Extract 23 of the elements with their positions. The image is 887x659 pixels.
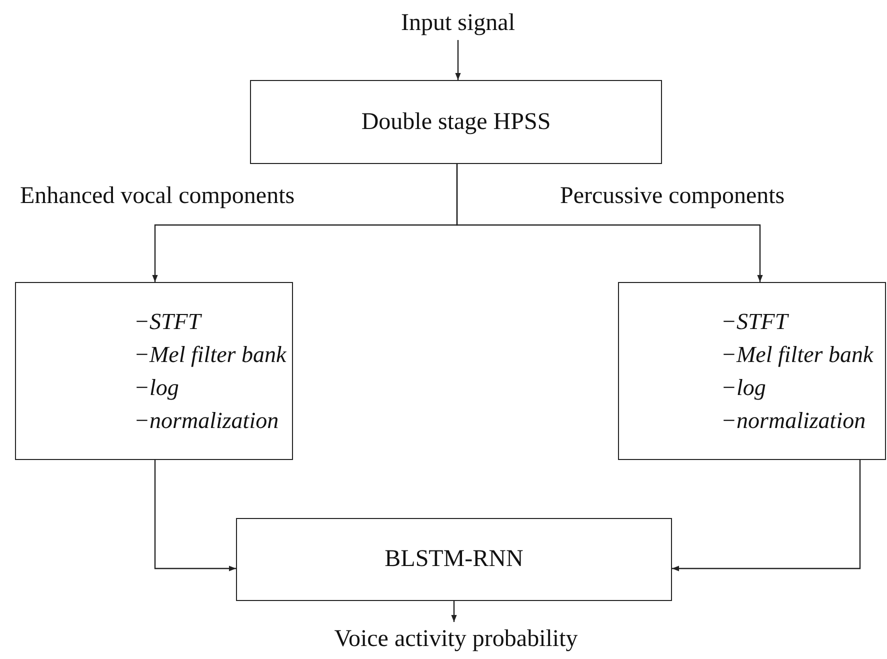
- process-box: [618, 282, 886, 460]
- process-box: [250, 80, 662, 164]
- process-box: [15, 282, 293, 460]
- box-label: BLSTM-RNN: [384, 546, 524, 573]
- output-label: Voice activity probability: [334, 626, 578, 652]
- step-text: −STFT: [721, 308, 788, 336]
- arrow: [456, 164, 763, 282]
- step-text: −normalization: [721, 407, 866, 435]
- step-text: −Mel filter bank: [134, 341, 286, 369]
- branch-label: Enhanced vocal components: [20, 183, 295, 210]
- step-text: −Mel filter bank: [721, 341, 874, 369]
- arrow: [154, 460, 236, 572]
- process-box: [236, 518, 672, 601]
- box-label: Double stage HPSS: [361, 108, 551, 136]
- step-text: −log: [721, 374, 766, 402]
- step-text: −normalization: [134, 407, 279, 435]
- input-label: Input signal: [401, 10, 515, 36]
- arrow: [451, 601, 457, 622]
- arrow: [672, 460, 861, 572]
- step-text: −STFT: [134, 308, 201, 336]
- arrow: [455, 40, 461, 80]
- step-text: −log: [134, 374, 179, 402]
- branch-label: Percussive components: [560, 183, 785, 210]
